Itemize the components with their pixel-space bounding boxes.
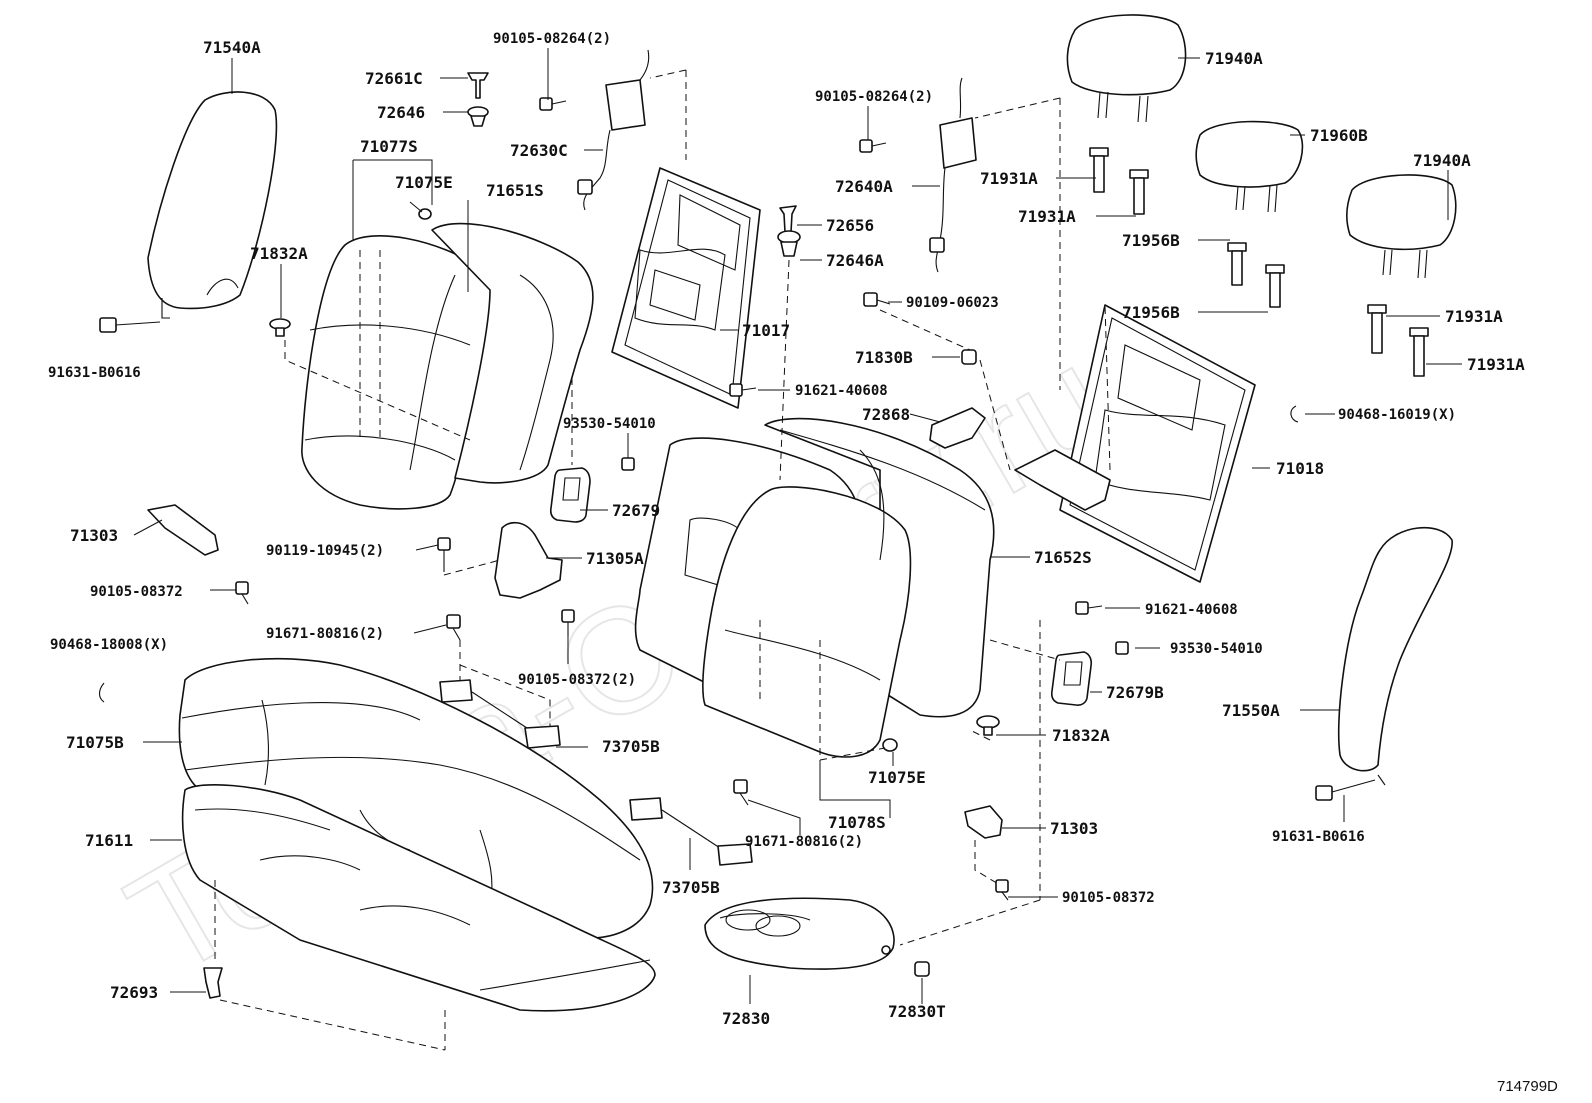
label-71931A-1: 71931A xyxy=(980,169,1038,188)
label-91631-B0616-left: 91631-B0616 xyxy=(48,365,141,381)
label-90105-08372-2: 90105-08372(2) xyxy=(518,672,636,688)
small-parts xyxy=(98,49,1299,999)
label-71077S: 71077S xyxy=(360,137,418,156)
seatback-left-cushion xyxy=(301,222,594,510)
label-71017: 71017 xyxy=(742,321,790,340)
label-71652S: 71652S xyxy=(1034,548,1092,567)
label-93530-54010-top: 93530-54010 xyxy=(563,416,656,432)
label-72646A: 72646A xyxy=(826,251,884,270)
label-72830: 72830 xyxy=(722,1009,770,1028)
label-90105-08264-mid: 90105-08264(2) xyxy=(815,89,933,105)
headrest-middle xyxy=(1195,120,1304,213)
seatback-right-cushion xyxy=(634,417,995,760)
headrest-right xyxy=(1346,174,1457,279)
label-71075E-top: 71075E xyxy=(395,173,453,192)
label-72693: 72693 xyxy=(110,983,158,1002)
label-91621-40608-top: 91621-40608 xyxy=(795,383,888,399)
armrest xyxy=(704,897,895,970)
label-72830T: 72830T xyxy=(888,1002,946,1021)
label-72661C: 72661C xyxy=(365,69,423,88)
label-72679B: 72679B xyxy=(1106,683,1164,702)
label-71550A: 71550A xyxy=(1222,701,1280,720)
label-72640A: 72640A xyxy=(835,177,893,196)
label-71075B: 71075B xyxy=(66,733,124,752)
label-90468-18008: 90468-18008(X) xyxy=(50,637,168,653)
label-73705B-top: 73705B xyxy=(602,737,660,756)
label-73705B-bottom: 73705B xyxy=(662,878,720,897)
label-91631-B0616-right: 91631-B0616 xyxy=(1272,829,1365,845)
headrest-top xyxy=(1066,14,1187,123)
label-72679: 72679 xyxy=(612,501,660,520)
label-71830B: 71830B xyxy=(855,348,913,367)
label-71931A-4: 71931A xyxy=(1467,355,1525,374)
label-71540A: 71540A xyxy=(203,38,261,57)
label-71305A: 71305A xyxy=(586,549,644,568)
side-bolster-right xyxy=(1315,526,1453,801)
label-71940A-right: 71940A xyxy=(1413,151,1471,170)
label-90105-08372-right: 90105-08372 xyxy=(1062,890,1155,906)
label-90105-08264-top: 90105-08264(2) xyxy=(493,31,611,47)
label-71303-right: 71303 xyxy=(1050,819,1098,838)
label-71075E-bottom: 71075E xyxy=(868,768,926,787)
label-71956B-2: 71956B xyxy=(1122,303,1180,322)
label-71931A-2: 71931A xyxy=(1018,207,1076,226)
label-72656: 72656 xyxy=(826,216,874,235)
label-91621-40608-bottom: 91621-40608 xyxy=(1145,602,1238,618)
label-72646: 72646 xyxy=(377,103,425,122)
label-91671-80816-top: 91671-80816(2) xyxy=(266,626,384,642)
label-91671-80816-bottom: 91671-80816(2) xyxy=(745,834,863,850)
reference-code: 714799D xyxy=(1497,1078,1558,1095)
seatback-frame-left xyxy=(611,167,761,409)
label-71611: 71611 xyxy=(85,831,133,850)
label-90109-06023: 90109-06023 xyxy=(906,295,999,311)
leader-lines xyxy=(133,48,1462,1004)
label-71832A-left: 71832A xyxy=(250,244,308,263)
label-71303-left: 71303 xyxy=(70,526,118,545)
label-71078S: 71078S xyxy=(828,813,886,832)
label-90105-08372-left: 90105-08372 xyxy=(90,584,183,600)
label-71940A-top: 71940A xyxy=(1205,49,1263,68)
headrest-supports xyxy=(1089,147,1429,377)
label-71931A-3: 71931A xyxy=(1445,307,1503,326)
label-93530-54010-bottom: 93530-54010 xyxy=(1170,641,1263,657)
label-71832A-right: 71832A xyxy=(1052,726,1110,745)
label-71956B-1: 71956B xyxy=(1122,231,1180,250)
label-72868: 72868 xyxy=(862,405,910,424)
label-72630C: 72630C xyxy=(510,141,568,160)
part-labels: 71540A 72661C 72646 71077S 71075E 71651S… xyxy=(48,31,1558,1095)
seatback-frame-right xyxy=(1014,304,1256,583)
label-71018: 71018 xyxy=(1276,459,1324,478)
dashed-guides xyxy=(219,69,1111,1051)
label-71960B: 71960B xyxy=(1310,126,1368,145)
label-71651S: 71651S xyxy=(486,181,544,200)
seat-cushion-pad xyxy=(181,784,656,1050)
label-90119-10945: 90119-10945(2) xyxy=(266,543,384,559)
side-bolster-left xyxy=(99,91,278,333)
label-90468-16019: 90468-16019(X) xyxy=(1338,407,1456,423)
